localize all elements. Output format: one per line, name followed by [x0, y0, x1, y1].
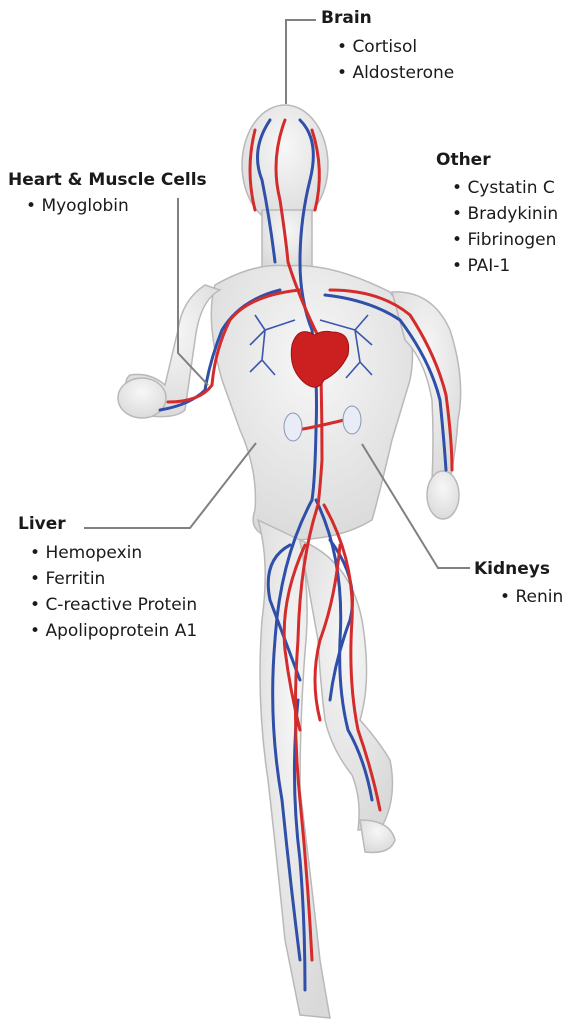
kidneys-heading: Kidneys: [474, 559, 563, 579]
left-foot-shape: [360, 820, 395, 853]
heart-muscle-heading: Heart & Muscle Cells: [8, 170, 207, 190]
left-hand-shape: [427, 471, 459, 519]
brain-marker-list: Cortisol Aldosterone: [337, 34, 454, 86]
brain-heading: Brain: [321, 8, 454, 28]
list-item: Ferritin: [30, 566, 197, 592]
list-item: Hemopexin: [30, 540, 197, 566]
list-item: Cystatin C: [452, 175, 558, 201]
heart-muscle-label-group: Heart & Muscle Cells Myoglobin: [8, 170, 207, 219]
list-item: Renin: [500, 584, 563, 610]
other-label-group: Other Cystatin C Bradykinin Fibrinogen P…: [436, 150, 558, 279]
brain-leader-line: [286, 20, 316, 104]
list-item: Cortisol: [337, 34, 454, 60]
list-item: PAI-1: [452, 253, 558, 279]
list-item: C-reactive Protein: [30, 592, 197, 618]
liver-label-group: Liver Hemopexin Ferritin C-reactive Prot…: [18, 514, 197, 644]
list-item: Myoglobin: [26, 193, 207, 219]
other-marker-list: Cystatin C Bradykinin Fibrinogen PAI-1: [452, 175, 558, 279]
heart-muscle-marker-list: Myoglobin: [26, 193, 207, 219]
list-item: Bradykinin: [452, 201, 558, 227]
list-item: Fibrinogen: [452, 227, 558, 253]
kidneys-marker-list: Renin: [500, 584, 563, 610]
liver-marker-list: Hemopexin Ferritin C-reactive Protein Ap…: [30, 540, 197, 644]
kidney-left-organ: [343, 406, 361, 434]
list-item: Aldosterone: [337, 60, 454, 86]
brain-label-group: Brain Cortisol Aldosterone: [321, 8, 454, 86]
other-heading: Other: [436, 150, 558, 170]
kidneys-label-group: Kidneys Renin: [474, 559, 563, 610]
liver-heading: Liver: [18, 514, 197, 534]
kidney-right-organ: [284, 413, 302, 441]
list-item: Apolipoprotein A1: [30, 618, 197, 644]
right-fist-shape: [118, 378, 166, 418]
